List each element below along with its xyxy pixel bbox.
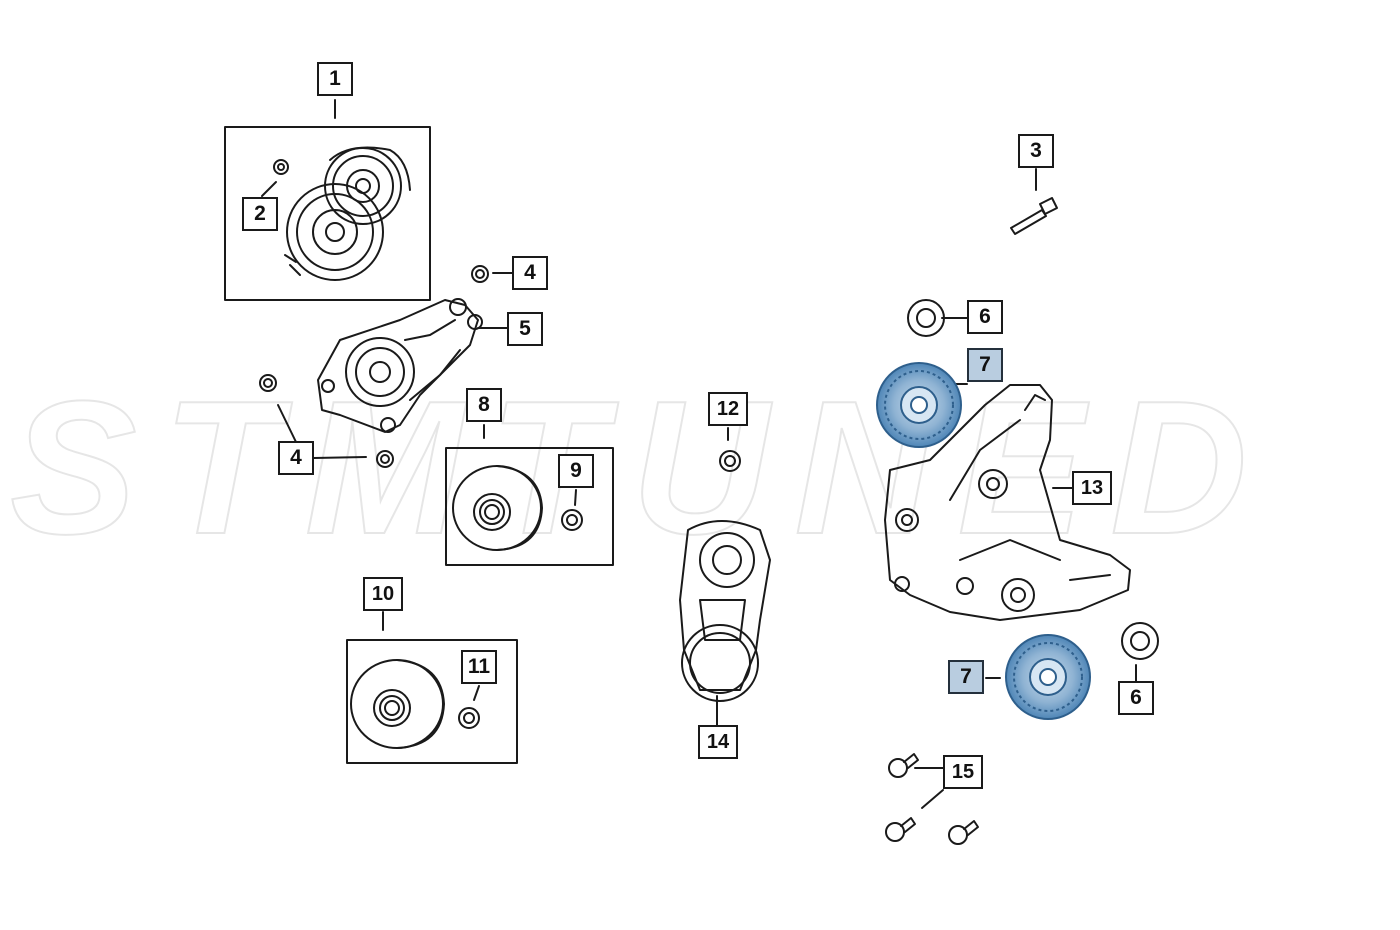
bolt-drawing — [1010, 197, 1058, 235]
mounting-bracket-drawing — [884, 384, 1131, 621]
callout-7-top: 7 — [967, 348, 1003, 382]
callout-9: 9 — [558, 454, 594, 488]
callout-4-bottom: 4 — [278, 441, 314, 475]
idler-pulley-box-8 — [445, 447, 614, 566]
callout-6-bottom: 6 — [1118, 681, 1154, 715]
idler-pulley-drawing-8 — [452, 465, 583, 551]
blue-idler-pulley-bottom — [1005, 634, 1091, 720]
callout-14: 14 — [698, 725, 738, 759]
callout-12: 12 — [708, 392, 748, 426]
callout-13: 13 — [1072, 471, 1112, 505]
idler-pulley-drawing-10 — [350, 659, 480, 749]
callout-6-top: 6 — [967, 300, 1003, 334]
small-bolts-drawing — [885, 753, 979, 845]
callout-10: 10 — [363, 577, 403, 611]
callout-1: 1 — [317, 62, 353, 96]
tensioner-assembly-box — [224, 126, 431, 301]
callout-7-bottom: 7 — [948, 660, 984, 694]
callout-15: 15 — [943, 755, 983, 789]
callout-8: 8 — [466, 388, 502, 422]
tensioner-bracket-drawing — [317, 298, 483, 433]
callout-11: 11 — [461, 650, 497, 684]
belt-tensioner-drawing — [273, 146, 411, 281]
callout-3: 3 — [1018, 134, 1054, 168]
callout-4-top: 4 — [512, 256, 548, 290]
tensioner-arm-drawing — [679, 520, 771, 702]
idler-pulley-box-10 — [346, 639, 518, 764]
blue-idler-pulley-top — [876, 362, 962, 448]
callout-2: 2 — [242, 197, 278, 231]
callout-5: 5 — [507, 312, 543, 346]
